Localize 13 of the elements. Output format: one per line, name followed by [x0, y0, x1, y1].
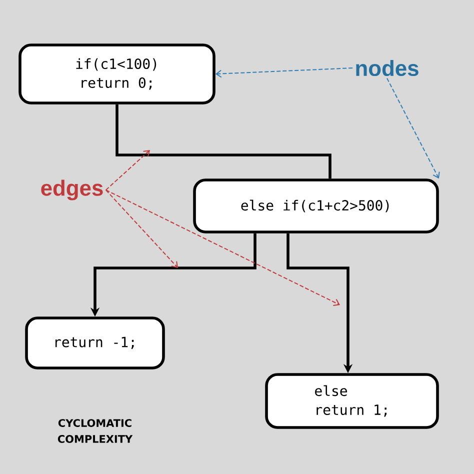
leader-line: [215, 68, 354, 78]
leader-line: [105, 190, 178, 268]
leader-line: [386, 78, 440, 179]
code-box: if(c1<100) return 0;: [18, 44, 216, 104]
code-box: return -1;: [25, 316, 165, 370]
leader-line: [105, 150, 150, 190]
code-box: else return 1;: [265, 373, 439, 429]
leader-line: [105, 190, 340, 306]
connector-line: [116, 104, 332, 179]
code-box: else if(c1+c2>500): [193, 178, 439, 234]
callout-label: edges: [41, 180, 103, 200]
callout-label: nodes: [356, 60, 418, 76]
title-text: CYCLOMATIC COMPLEXITY: [58, 419, 133, 443]
